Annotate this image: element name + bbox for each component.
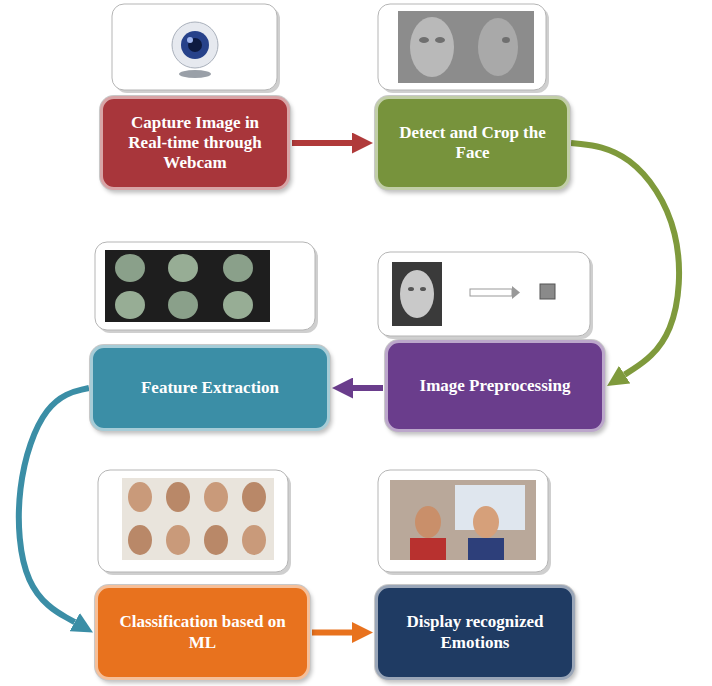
flow-arrow — [292, 140, 352, 146]
step-label: Capture Image in Real-time through Webca… — [115, 113, 275, 173]
step-label: Feature Extraction — [141, 378, 279, 398]
process-box: Capture Image in Real-time through Webca… — [100, 96, 290, 190]
process-box: Image Preprocessing — [385, 340, 605, 432]
process-box: Detect and Crop the Face — [375, 96, 570, 190]
flow-arrow — [353, 385, 383, 391]
step-label: Display recognized Emotions — [390, 612, 560, 652]
preprocessing-thumbnail — [378, 252, 593, 339]
display-thumbnail — [378, 470, 551, 575]
step-label: Detect and Crop the Face — [390, 123, 555, 163]
flow-arrow — [19, 388, 89, 622]
process-box: Classification based on ML — [95, 585, 310, 680]
face-thumbnail — [378, 4, 549, 93]
process-box: Display recognized Emotions — [375, 585, 575, 680]
webcam-thumbnail — [112, 4, 280, 93]
feature-thumbnail — [95, 242, 318, 333]
flow-arrow — [312, 630, 352, 636]
step-label: Image Preprocessing — [420, 376, 571, 396]
classification-thumbnail — [98, 470, 291, 575]
process-box: Feature Extraction — [90, 345, 330, 431]
step-label: Classification based on ML — [110, 612, 295, 652]
